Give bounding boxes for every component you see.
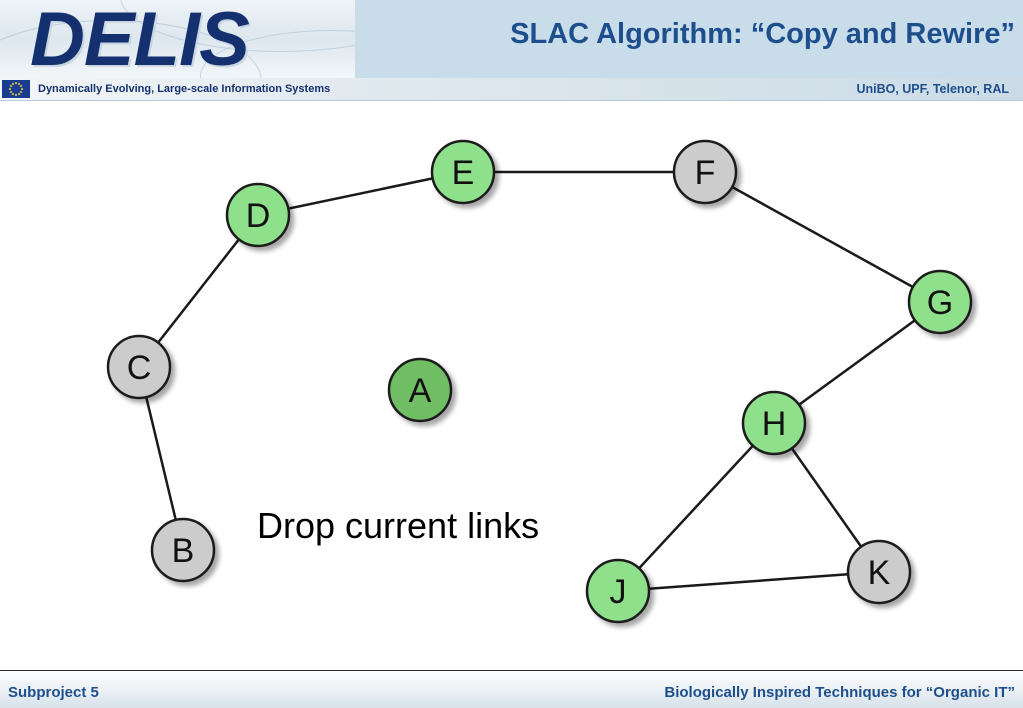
node-circle xyxy=(585,558,651,624)
node-label: G xyxy=(927,284,953,322)
node-d: D xyxy=(225,182,291,248)
node-h: H xyxy=(741,390,807,456)
node-circle xyxy=(907,269,973,335)
node-circle xyxy=(150,517,216,583)
node-circle xyxy=(846,539,912,605)
node-circle xyxy=(387,357,453,423)
node-circle xyxy=(741,390,807,456)
node-e: E xyxy=(430,139,496,205)
node-label: E xyxy=(452,154,475,192)
slide-title: SLAC Algorithm: “Copy and Rewire” xyxy=(510,18,1015,50)
footer-topic: Biologically Inspired Techniques for “Or… xyxy=(664,684,1015,701)
node-label: D xyxy=(246,197,271,235)
edge-g-h xyxy=(773,300,941,425)
logo-text: DELIS xyxy=(30,0,250,78)
caption: Drop current links xyxy=(257,505,540,546)
node-j: J xyxy=(585,558,651,624)
edge-h-j xyxy=(617,422,775,592)
node-c: C xyxy=(106,334,172,400)
node-b: B xyxy=(150,517,216,583)
node-circle xyxy=(225,182,291,248)
node-circle xyxy=(672,139,738,205)
footer-subproject: Subproject 5 xyxy=(8,684,99,701)
subtitle-bar: Dynamically Evolving, Large-scale Inform… xyxy=(0,78,1023,101)
node-label: B xyxy=(172,532,195,570)
title-banner: SLAC Algorithm: “Copy and Rewire” xyxy=(355,0,1023,78)
node-label: H xyxy=(762,405,787,443)
node-k: K xyxy=(846,539,912,605)
edge-f-g xyxy=(704,170,941,304)
footer-divider xyxy=(0,670,1023,671)
slide-header: DELIS SLAC Algorithm: “Copy and Rewire” … xyxy=(0,0,1023,101)
node-label: C xyxy=(127,349,152,387)
node-f: F xyxy=(672,139,738,205)
node-circle xyxy=(430,139,496,205)
node-g: G xyxy=(907,269,973,335)
edge-j-k xyxy=(617,570,880,593)
slide-footer: Subproject 5 Biologically Inspired Techn… xyxy=(0,671,1023,708)
node-label: A xyxy=(409,372,432,410)
partners: UniBO, UPF, Telenor, RAL xyxy=(856,82,1009,96)
edge-d-e xyxy=(257,170,464,217)
tagline: Dynamically Evolving, Large-scale Inform… xyxy=(38,83,331,95)
node-label: J xyxy=(610,573,627,611)
delis-logo: DELIS xyxy=(0,0,355,78)
node-a: A xyxy=(387,357,453,423)
eu-flag-icon xyxy=(2,80,30,98)
node-circle xyxy=(106,334,172,400)
network-diagram: A B C D E F G H J K xyxy=(106,139,973,624)
node-label: F xyxy=(695,154,716,192)
nodes: A B C D E F G H J K xyxy=(106,139,973,624)
node-label: K xyxy=(868,554,891,592)
